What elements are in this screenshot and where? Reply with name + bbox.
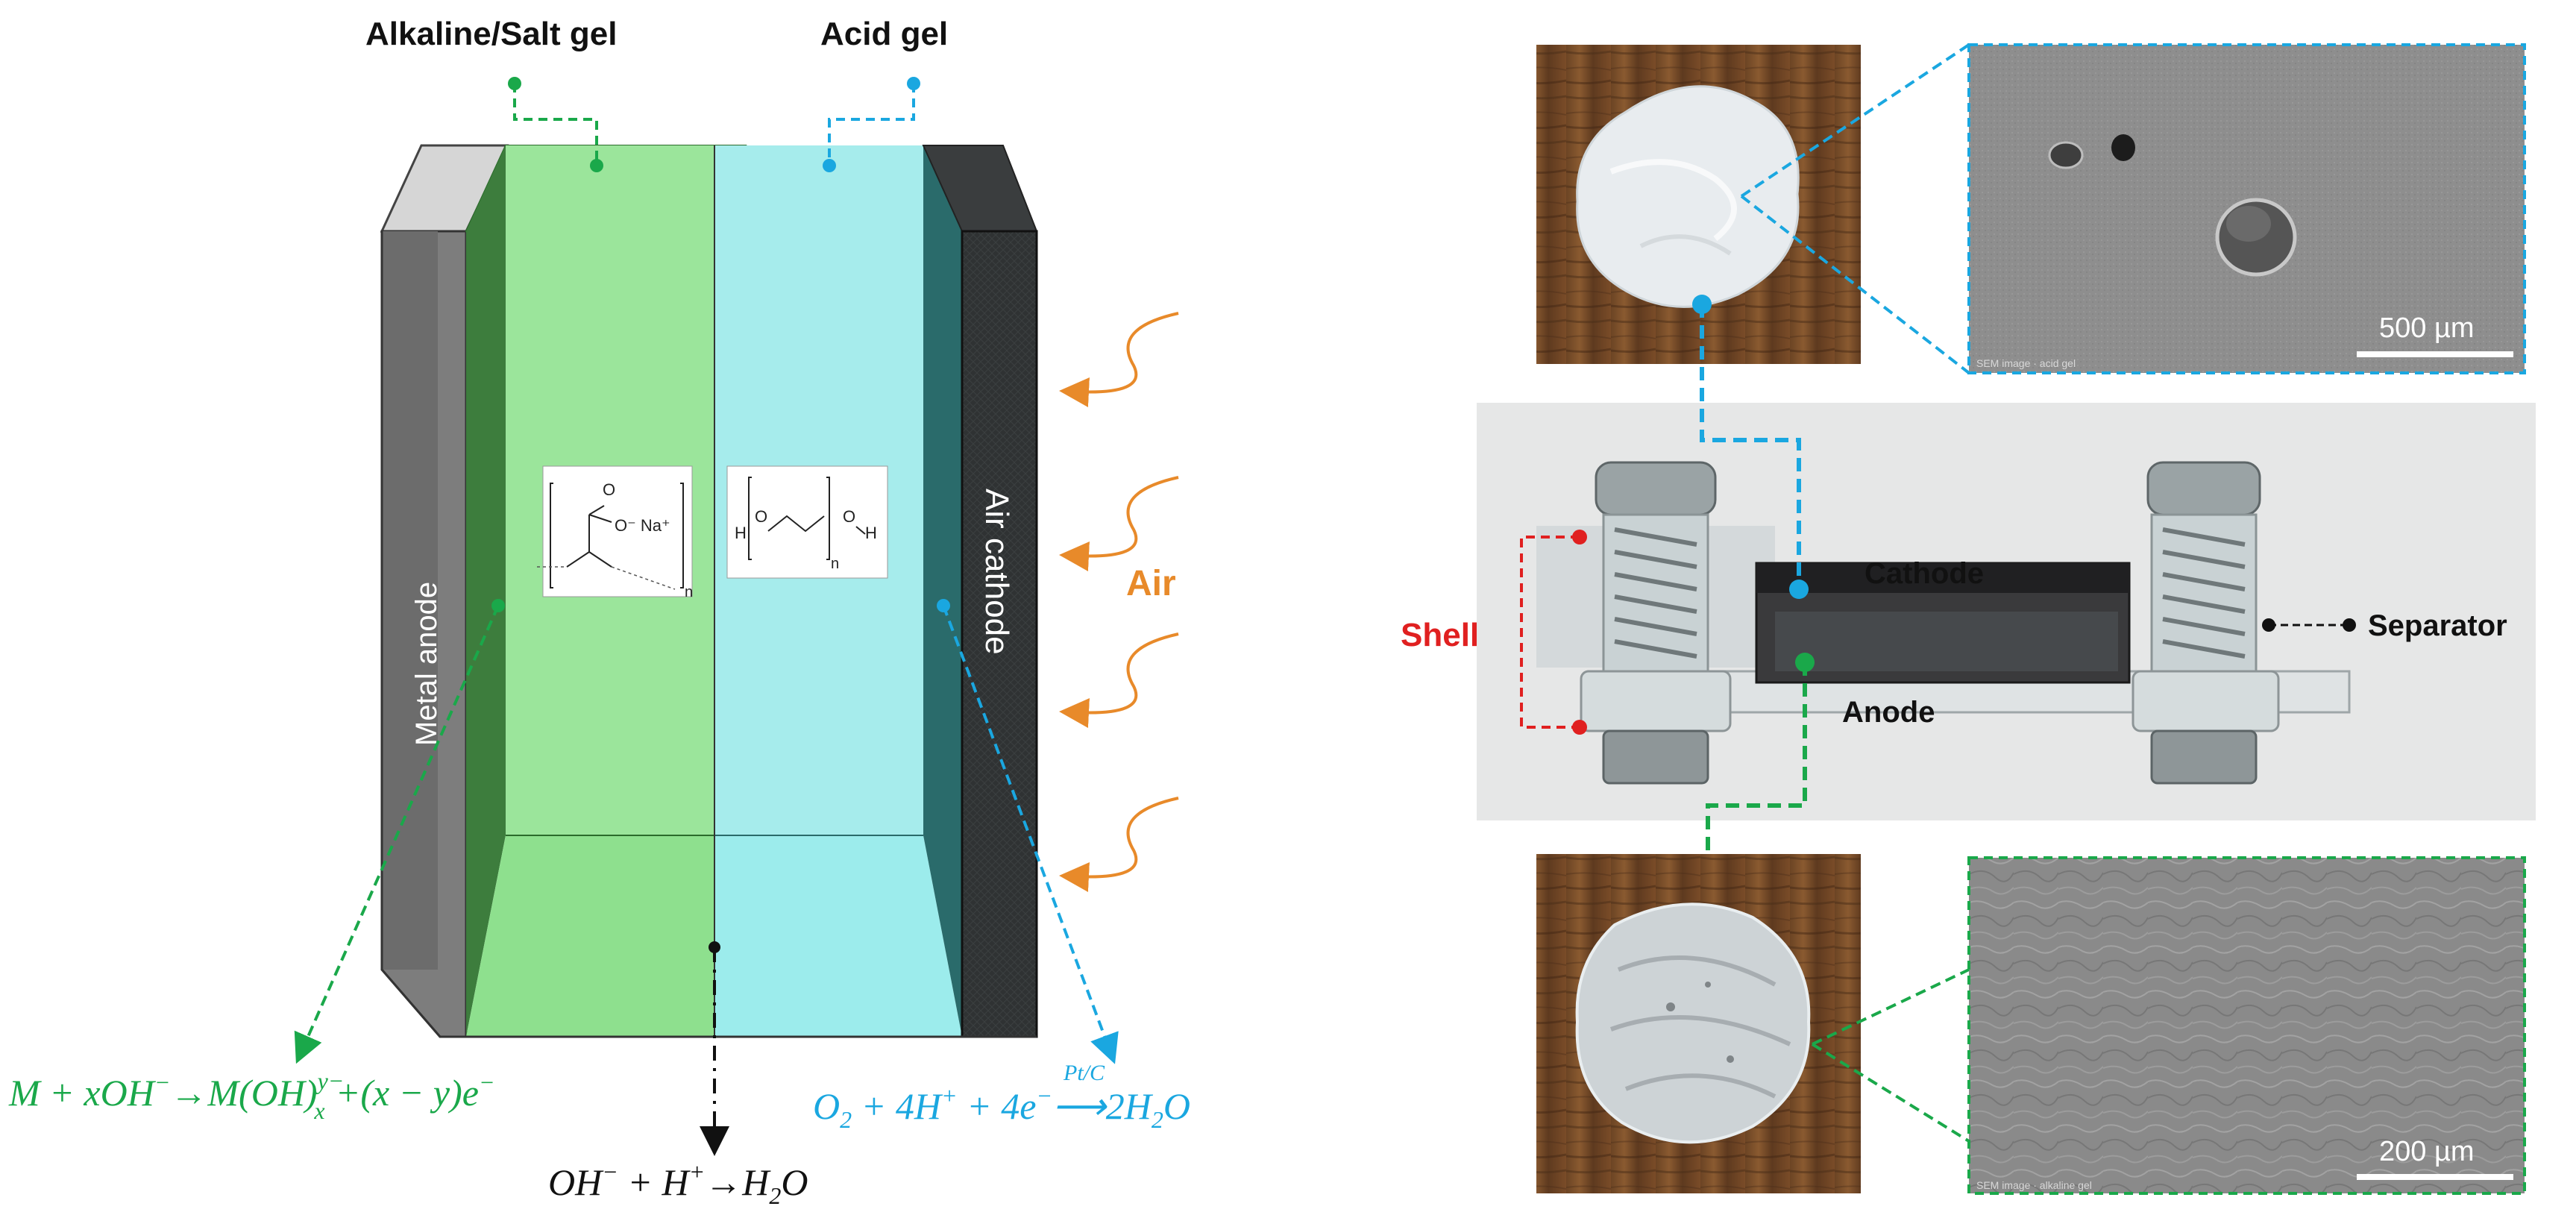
svg-text:n: n [831, 556, 839, 572]
air-arrow-3 [1059, 632, 1179, 728]
alkaline-gel-label: Alkaline/Salt gel [365, 16, 617, 52]
sem-top-caption: SEM image · acid gel [1976, 357, 2076, 369]
svg-text:H: H [735, 524, 747, 542]
anode-equation: M + xOH−→M(OH)y−x+(x − y)e− [8, 1067, 495, 1124]
air-arrow-2 [1059, 476, 1179, 571]
svg-text:O: O [603, 480, 615, 499]
metal-anode-label: Metal anode [410, 582, 443, 746]
air-arrow-4 [1059, 797, 1179, 892]
photo-panel: 500 µm SEM image · acid gel [1401, 43, 2536, 1195]
sem-bottom-caption: SEM image · alkaline gel [1976, 1179, 2092, 1191]
battery-schematic: Metal anode Air cathode O O⁻ Na⁺ n H O n… [8, 16, 1190, 1209]
scalebar-top-label: 500 µm [2379, 313, 2475, 344]
catalyst-label: Pt/C [1063, 1061, 1105, 1085]
air-arrow-1 [1059, 312, 1179, 407]
device-photo: Cathode Anode Shell Separator [1401, 403, 2536, 820]
cathode-link [1700, 304, 1801, 589]
air-cathode-slab [961, 230, 1038, 1038]
air-arrows: Air [1059, 312, 1179, 892]
alkaline-gel-photo [1536, 854, 1861, 1193]
shell-label: Shell [1401, 617, 1479, 653]
peg-structure: H O n O H [726, 465, 888, 579]
cathode-reaction-arrow [942, 605, 1119, 1064]
alkaline-gel-floor [466, 835, 714, 1037]
acid-gel-label: Acid gel [820, 16, 948, 52]
anode-label: Anode [1842, 696, 1935, 729]
neutralization-equation: OH− + H+→H2O [548, 1158, 808, 1209]
scalebar-bottom-label: 200 µm [2379, 1136, 2475, 1167]
air-label: Air [1126, 564, 1176, 603]
sodium-polyacrylate-structure: O O⁻ Na⁺ n [537, 465, 693, 600]
svg-text:n: n [685, 584, 693, 600]
svg-text:H: H [865, 524, 877, 542]
alkaline-gel-left-face [466, 145, 506, 1037]
alkaline-gel-leader [513, 84, 598, 166]
anode-link [1706, 662, 1807, 947]
svg-text:O⁻ Na⁺: O⁻ Na⁺ [615, 516, 670, 535]
svg-text:O: O [843, 507, 855, 526]
cathode-label: Cathode [1865, 557, 1984, 590]
air-cathode-label: Air cathode [978, 489, 1015, 655]
acid-gel-photo [1536, 45, 1861, 364]
acid-gel-right-face [923, 145, 962, 1037]
acid-gel-leader [828, 84, 915, 166]
cathode-equation: O2 + 4H+ + 4e−⟶2H2O [813, 1082, 1190, 1133]
acid-gel-floor [714, 835, 962, 1037]
sem-top: 500 µm SEM image · acid gel [1967, 43, 2526, 374]
separator-label: Separator [2368, 609, 2507, 642]
sem-bottom: 200 µm SEM image · alkaline gel [1967, 856, 2526, 1195]
svg-text:O: O [755, 507, 767, 526]
